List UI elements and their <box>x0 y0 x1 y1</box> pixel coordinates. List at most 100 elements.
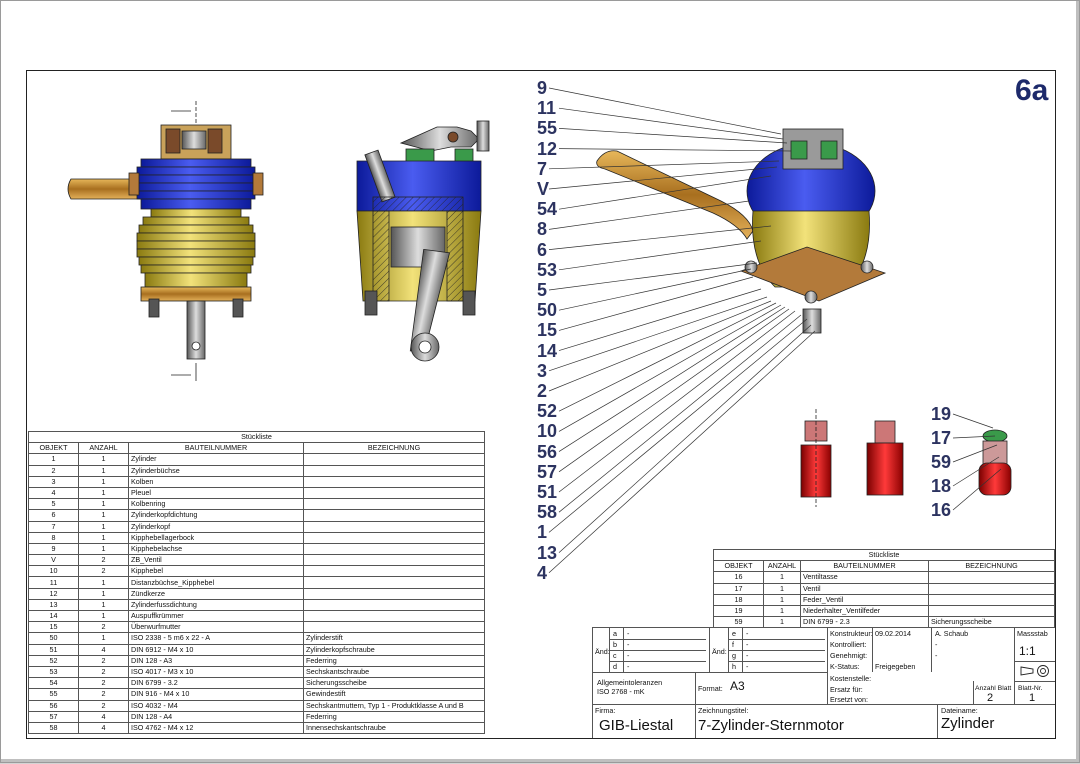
bom-cell: 19 <box>713 604 764 618</box>
bom-cell <box>927 582 1056 595</box>
bom-cell: 1 <box>78 531 129 544</box>
balloon-label: 51 <box>537 482 558 502</box>
bom-cell <box>302 475 486 488</box>
bom-cell <box>302 621 486 634</box>
bom-cell: 1 <box>78 453 129 466</box>
bom-header-cell: ANZAHL <box>763 560 801 573</box>
bom-cell <box>302 598 486 612</box>
revision-mark: - <box>627 651 630 660</box>
bom-cell: 4 <box>78 643 129 656</box>
aend-label-left: Änd: <box>595 647 610 656</box>
bom-cell: 4 <box>28 486 79 500</box>
bom-cell <box>302 587 486 600</box>
revision-letter: h <box>732 662 736 671</box>
anzahl-blatt-label: Anzahl Blatt <box>975 685 1012 692</box>
balloon-label: 12 <box>537 138 558 159</box>
bom-cell <box>302 542 486 556</box>
bom-cell: 14 <box>28 609 79 623</box>
kstatus-value: Freigegeben <box>875 662 916 671</box>
bom-cell: Sicherungsscheibe <box>302 677 486 690</box>
bom-cell: Überwurfmutter <box>128 621 304 634</box>
leader-line <box>558 304 782 432</box>
section-view <box>356 120 490 362</box>
balloon-label: 14 <box>537 340 558 361</box>
bom-cell: 15 <box>28 621 79 634</box>
bom-cell: 52 <box>28 654 79 667</box>
bom-cell: 1 <box>28 453 79 466</box>
bom-cell <box>302 554 486 567</box>
leader-line <box>558 268 752 311</box>
bom-cell: 2 <box>78 665 129 679</box>
kstatus-label: K-Status: <box>830 662 860 671</box>
bom-cell: 17 <box>713 582 764 595</box>
bom-header-cell: BEZEICHNUNG <box>927 560 1056 573</box>
bom-cell: 50 <box>28 632 79 645</box>
balloon-label: 53 <box>537 259 558 280</box>
bom-cell <box>302 576 486 589</box>
bom-cell: 53 <box>28 665 79 679</box>
leader-line <box>558 288 762 351</box>
bom-cell: 1 <box>78 520 129 533</box>
bom-cell: 1 <box>763 604 801 618</box>
balloon-label: 18 <box>931 476 952 496</box>
bom-cell: 9 <box>28 542 79 556</box>
leader-line <box>548 300 772 392</box>
balloon-label: 57 <box>537 461 558 482</box>
balloon-label: 10 <box>537 421 558 442</box>
revision-mark: - <box>746 651 749 660</box>
bom-cell <box>302 531 486 544</box>
kontrolliert-value: - <box>935 640 938 649</box>
bom-cell: Kolben <box>128 475 304 488</box>
bom-header-cell: OBJEKT <box>28 442 79 455</box>
bom-cell: 2 <box>78 554 129 567</box>
leader-line <box>558 310 796 493</box>
bom-cell: 1 <box>78 509 129 522</box>
bom-cell: DIN 128 - A3 <box>128 654 304 667</box>
bom-cell: Zündkerze <box>128 587 304 600</box>
balloon-label: 8 <box>537 219 548 240</box>
revision-mark: - <box>746 629 749 638</box>
bom-cell: 1 <box>78 632 129 645</box>
leader-line <box>558 314 802 513</box>
balloon-label: 59 <box>931 452 952 472</box>
bom-header-cell: BAUTEILNUMMER <box>128 442 304 455</box>
konstrukteur-date: 09.02.2014 <box>875 629 911 638</box>
bom-cell: Zylinderbüchse <box>128 464 304 477</box>
bom-cell: 4 <box>78 710 129 723</box>
bom-cell <box>302 464 486 477</box>
leader-line <box>558 324 812 553</box>
revision-mark: - <box>627 662 630 671</box>
bom-cell: ISO 4032 - M4 <box>128 699 304 712</box>
blatt-nr-value: 1 <box>1029 692 1036 704</box>
bom-cell: 8 <box>28 531 79 544</box>
bom-cell <box>302 509 486 522</box>
aend-label-right: Änd: <box>712 647 727 656</box>
bom-cell: ISO 4762 - M4 x 12 <box>128 721 304 735</box>
balloon-label: 1 <box>537 522 548 543</box>
leader-line <box>548 200 750 230</box>
balloon-label: 56 <box>537 441 558 462</box>
balloon-label: 19 <box>931 404 952 424</box>
bom-cell: 2 <box>78 677 129 690</box>
leader-line <box>558 240 762 271</box>
bom-cell: DIN 916 - M4 x 10 <box>128 688 304 701</box>
bom-cell: 58 <box>28 721 79 735</box>
bom-cell: 18 <box>713 593 764 606</box>
revision-letter: g <box>732 651 736 660</box>
bom-cell: 1 <box>78 475 129 488</box>
konstrukteur-name: A. Schaub <box>935 629 969 638</box>
bom-cell: Federring <box>302 710 486 723</box>
bom-cell <box>302 486 486 500</box>
